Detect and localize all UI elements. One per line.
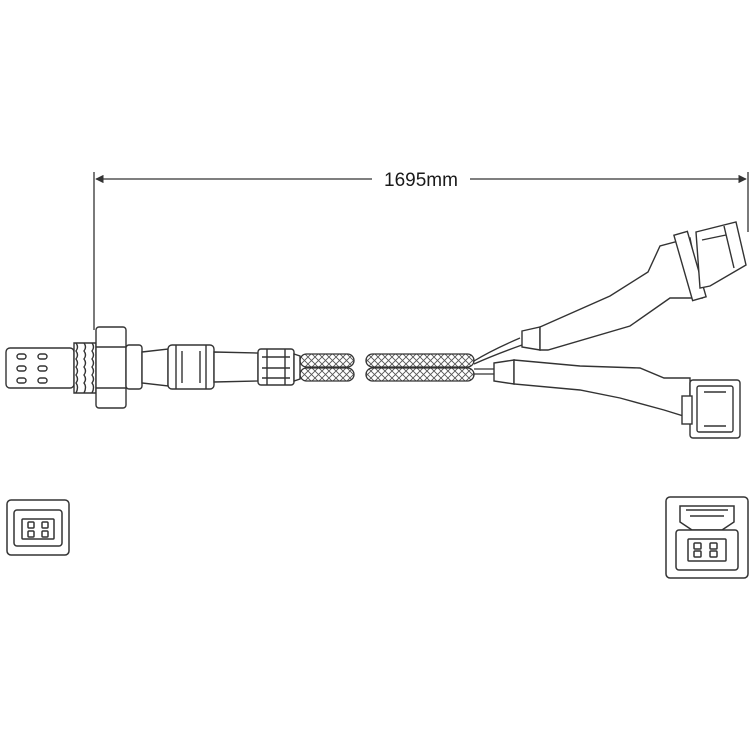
upper-lead-boot	[521, 326, 541, 351]
lower-lead-boot	[493, 359, 515, 385]
dimension-group: 1695mm	[93, 170, 749, 330]
upper-lead-tube	[539, 237, 703, 351]
sensor-probe	[5, 326, 301, 409]
probe-slot	[16, 365, 27, 372]
probe-slot	[37, 365, 48, 372]
harness-connector-face	[665, 496, 749, 579]
braid-left-lower	[299, 367, 355, 382]
lower-lead-tube	[513, 359, 691, 419]
sensor-sleeve	[213, 351, 259, 383]
connector-pin-housing	[21, 518, 55, 540]
connector-pin	[27, 530, 35, 538]
probe-slot	[37, 377, 48, 384]
probe-slot	[16, 377, 27, 384]
sensor-body	[125, 344, 143, 390]
harness-pin	[693, 542, 702, 550]
braid-right-lower	[365, 367, 475, 382]
sleeve-grip	[257, 348, 295, 386]
braided-cable	[299, 337, 523, 382]
harness-pin	[709, 550, 718, 558]
connector-pin	[27, 521, 35, 529]
braid-right-upper	[365, 353, 475, 368]
harness-pin	[693, 550, 702, 558]
connector-pin	[41, 530, 49, 538]
probe-slot	[16, 353, 27, 360]
hex-nut	[95, 326, 127, 409]
lower-connector-lead	[493, 359, 741, 439]
upper-connector-ring	[673, 230, 707, 302]
harness-pin-housing	[687, 538, 727, 562]
harness-pin	[709, 542, 718, 550]
wire-upper	[473, 337, 521, 362]
dimension-label: 1695mm	[384, 170, 458, 191]
upper-connector-lead	[521, 221, 747, 351]
sensor-collar	[167, 344, 215, 390]
upper-connector-head	[695, 221, 747, 289]
sensor-connector-face	[6, 499, 70, 556]
connector-pin	[41, 521, 49, 529]
braid-left-upper	[299, 353, 355, 368]
probe-slot	[37, 353, 48, 360]
